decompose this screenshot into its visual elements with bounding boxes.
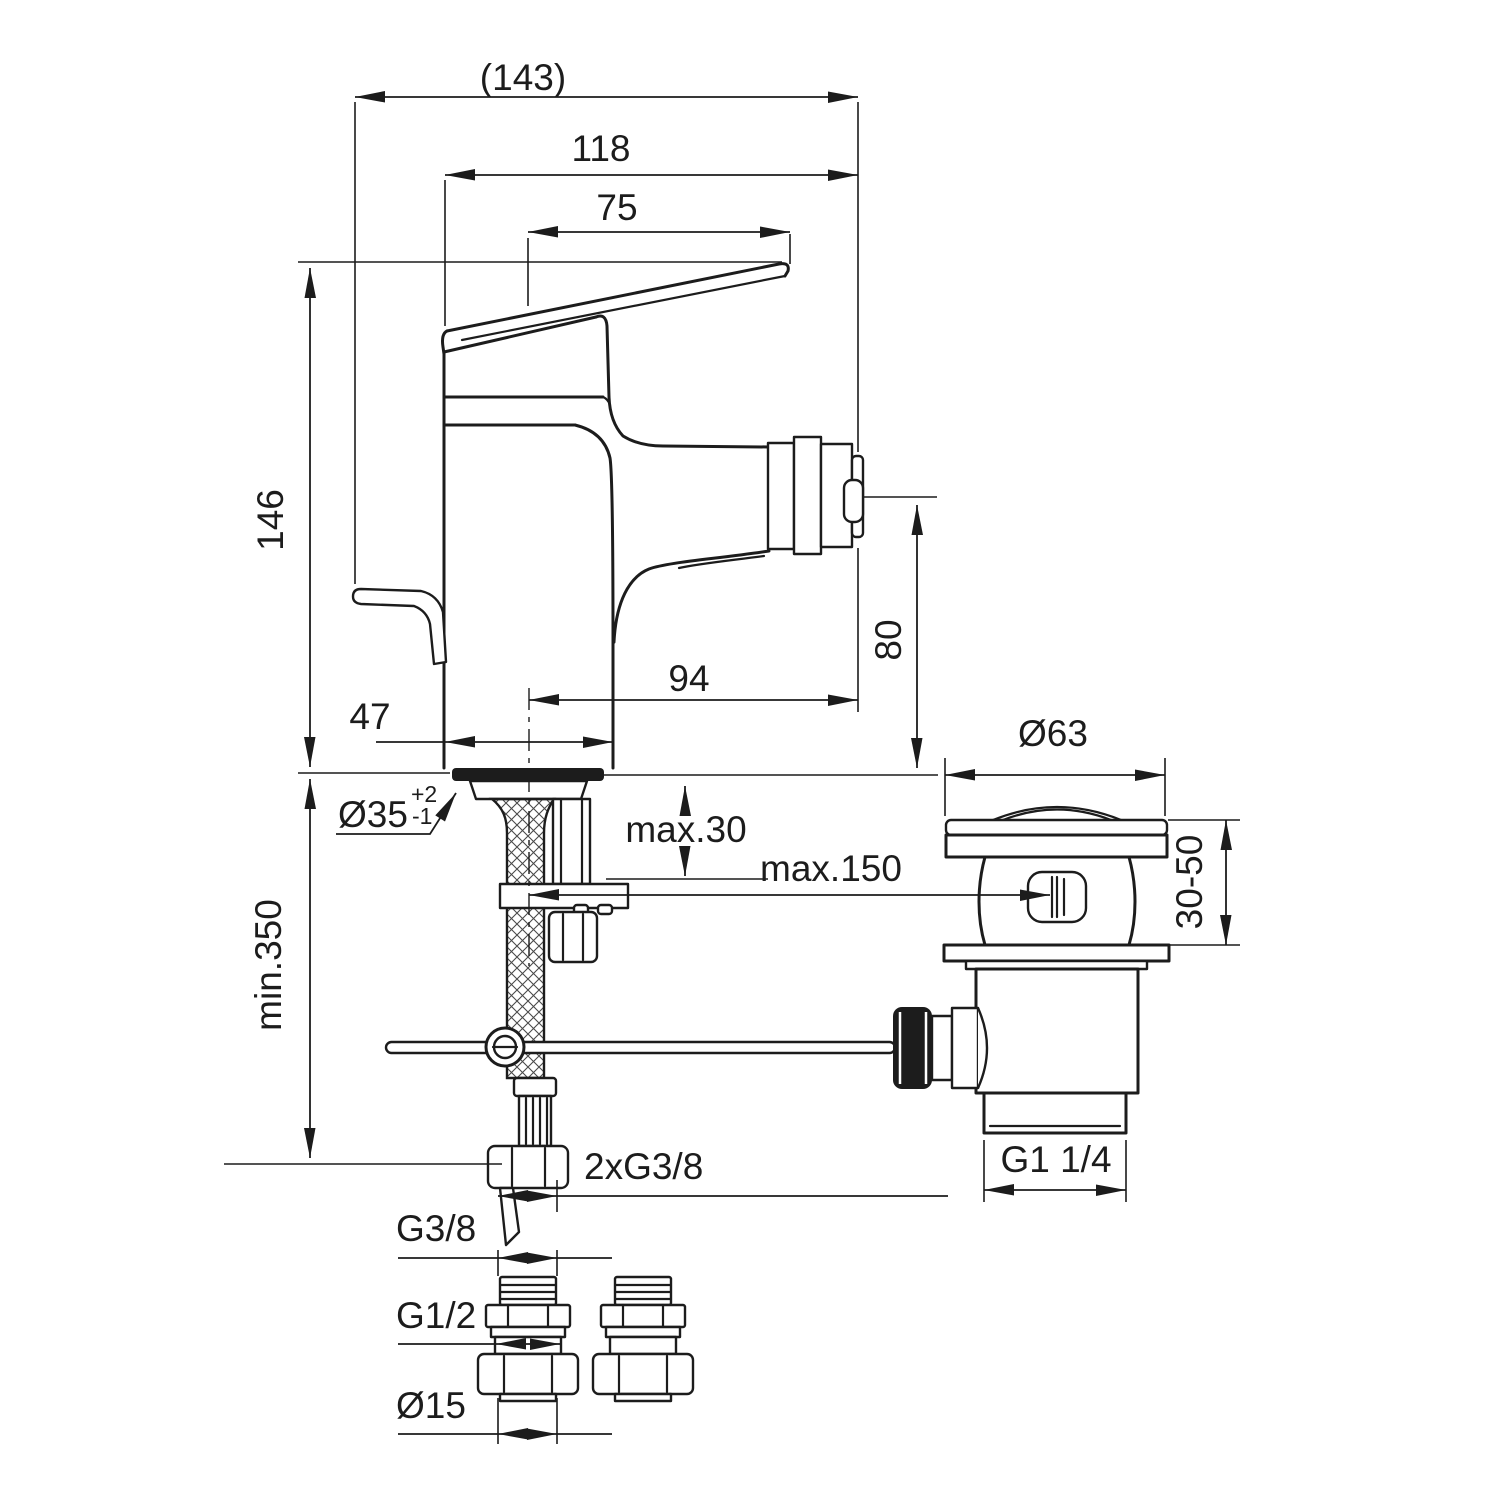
dim-118-label: 118 xyxy=(572,128,631,169)
fitting-washer-band xyxy=(489,1325,567,1339)
dim-hole-dia-label: Ø35 xyxy=(338,794,408,835)
drain-rod-slot xyxy=(1050,875,1066,919)
dim-o15-label: Ø15 xyxy=(396,1385,466,1426)
fitting-bottom-lip xyxy=(498,1392,558,1403)
washer-notch-2 xyxy=(596,903,614,916)
rod-port-body xyxy=(950,1006,980,1090)
stud-thread-lines xyxy=(559,797,584,886)
fitting-spacer-band xyxy=(493,1335,563,1356)
dim-94-label: 94 xyxy=(668,658,709,699)
aerator-outlet xyxy=(842,478,865,524)
adapter-fitting-left xyxy=(476,1275,580,1403)
fitting-hex-facets xyxy=(506,1303,550,1329)
lever-top-edge xyxy=(445,262,790,333)
arm-top-edge xyxy=(607,395,771,449)
drain-upper-flange xyxy=(944,833,1169,859)
dim-2xg38-label: 2xG3/8 xyxy=(584,1146,703,1187)
hose-nut xyxy=(486,1144,570,1190)
mounting-nut-facets xyxy=(561,912,585,962)
dim-47-label: 47 xyxy=(349,696,390,737)
rod-port-bulge xyxy=(976,1007,989,1089)
fitting-compression-nut xyxy=(476,1352,580,1396)
drain-waist-body xyxy=(977,855,1137,947)
dim-max150-label: max.150 xyxy=(760,848,902,889)
aerator xyxy=(766,435,865,556)
dimension-lines xyxy=(304,91,1232,1440)
dim-30-50-label: 30-50 xyxy=(1169,835,1210,930)
drain-plug-dome-inner xyxy=(1001,808,1113,822)
body-right-edge xyxy=(573,423,615,770)
stud-body xyxy=(551,797,592,886)
arm-bottom-edge xyxy=(612,549,771,644)
dim-146-label: 146 xyxy=(250,489,291,551)
popup-rod-handle xyxy=(351,587,448,666)
aerator-band-1 xyxy=(766,441,796,551)
dim-min350-label: min.350 xyxy=(248,899,289,1031)
hose-collar xyxy=(512,1076,558,1098)
spout-arm xyxy=(607,395,771,644)
arm-bottom-inner-edge xyxy=(677,554,766,570)
dim-drain-dia-label: Ø63 xyxy=(1018,713,1088,754)
dimension-labels: (143) 118 75 146 min.350 47 94 80 Ø35 +2… xyxy=(248,57,1210,1426)
dim-max30-label: max.30 xyxy=(625,809,746,850)
drain-plug-rim xyxy=(944,818,1169,837)
fitting-nut-facets xyxy=(502,1354,554,1394)
ext-63 xyxy=(944,758,1166,816)
ext-o15 xyxy=(497,1398,558,1444)
hose-tail-pipe xyxy=(498,1186,521,1247)
leader-hole-dia xyxy=(336,792,457,835)
extension-lines xyxy=(224,102,1240,1444)
mounting-stud xyxy=(551,797,592,886)
popup-rod xyxy=(384,1040,897,1055)
popup-linkage xyxy=(384,1006,989,1090)
lever-neck-edge xyxy=(594,314,611,399)
dim-80-label: 80 xyxy=(868,619,909,660)
drain-tailpiece xyxy=(974,967,1140,1095)
dim-hole-tol-minus: -1 xyxy=(412,803,432,829)
hose-rib-lines xyxy=(524,1096,549,1146)
dim-75-label: 75 xyxy=(596,187,637,228)
mounting-nut xyxy=(547,910,599,964)
base-plate xyxy=(452,768,604,781)
hose-nut-facets xyxy=(510,1146,547,1188)
supply-hose xyxy=(486,797,570,1247)
ext-g38 xyxy=(497,1250,558,1276)
rod-knob-highlights xyxy=(898,1012,928,1084)
drain-lower-flange xyxy=(942,943,1171,963)
faucet-body xyxy=(442,350,615,770)
mounting-hardware xyxy=(498,882,630,964)
lever-back-edge xyxy=(441,329,449,356)
drain-plug-dome xyxy=(991,805,1123,822)
rod-port-ring xyxy=(930,1014,954,1082)
fitting-hex xyxy=(484,1303,572,1329)
lever-underside xyxy=(442,315,598,354)
rod-knurled-knob xyxy=(893,1007,932,1089)
dim-g38-label: G3/8 xyxy=(396,1208,476,1249)
lever-inner-edge xyxy=(460,274,787,342)
dim-hole-tol-plus: +2 xyxy=(411,781,437,807)
hose-ribbed-section xyxy=(517,1094,553,1148)
dim-143-label: (143) xyxy=(480,57,566,98)
aerator-band-2 xyxy=(792,435,823,556)
drain-assembly xyxy=(942,805,1171,1135)
handle-lever xyxy=(441,262,790,399)
adapter-fitting-right xyxy=(591,1275,695,1403)
dim-g114-label: G1 1/4 xyxy=(1000,1139,1111,1180)
dim-g12-label: G1/2 xyxy=(396,1295,476,1336)
fitting-thread-lines xyxy=(499,1283,557,1301)
